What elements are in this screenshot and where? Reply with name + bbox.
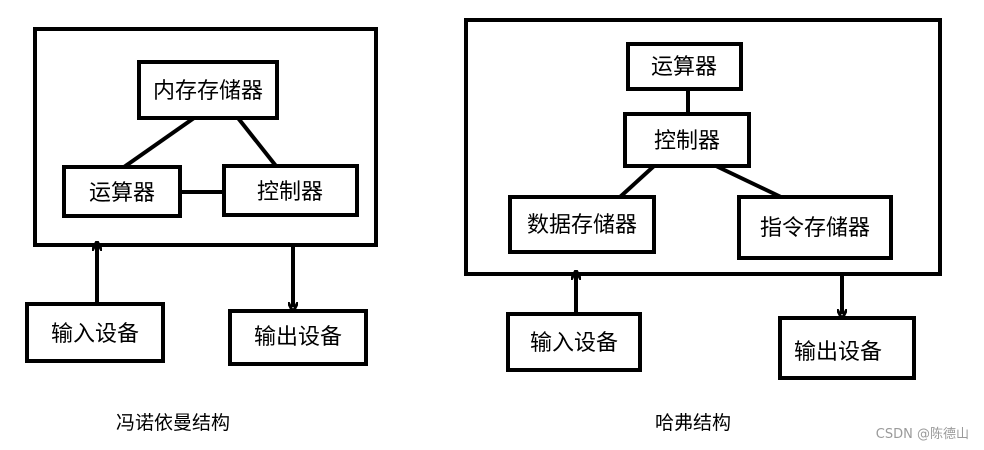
output-device-label: 输出设备 bbox=[254, 325, 342, 350]
instruction-memory-node: 指令存储器 bbox=[737, 195, 893, 260]
output-device-node: 输出设备 bbox=[228, 309, 368, 366]
memory-label: 内存存储器 bbox=[153, 79, 263, 104]
input-device-label: 输入设备 bbox=[51, 322, 139, 347]
harvard-alu-label: 运算器 bbox=[651, 55, 717, 80]
alu-node: 运算器 bbox=[62, 165, 182, 218]
harvard-input-device-node: 输入设备 bbox=[506, 312, 642, 372]
data-memory-label: 数据存储器 bbox=[527, 213, 637, 238]
memory-alu-connector bbox=[122, 116, 196, 169]
harvard-input-device-label: 输入设备 bbox=[530, 331, 618, 356]
watermark: CSDN @陈德山 bbox=[876, 426, 969, 442]
controller-node: 控制器 bbox=[222, 164, 359, 217]
harvard-diagram: 运算器 控制器 数据存储器 指令存储器 输入设备 输出设备 哈弗结构 bbox=[464, 18, 942, 434]
harvard-caption: 哈弗结构 bbox=[655, 412, 731, 434]
controller-label: 控制器 bbox=[257, 180, 323, 205]
memory-controller-connector bbox=[236, 116, 278, 168]
von-neumann-caption: 冯诺依曼结构 bbox=[116, 412, 230, 434]
harvard-output-device-node: 输出设备 bbox=[778, 316, 916, 380]
von-neumann-system-frame bbox=[33, 27, 378, 247]
harvard-controller-label: 控制器 bbox=[654, 129, 720, 154]
alu-label: 运算器 bbox=[89, 181, 155, 206]
controller-instruction-memory-connector bbox=[715, 164, 782, 199]
data-memory-node: 数据存储器 bbox=[508, 195, 656, 254]
harvard-output-device-label: 输出设备 bbox=[794, 340, 882, 365]
controller-data-memory-connector bbox=[618, 164, 656, 199]
instruction-memory-label: 指令存储器 bbox=[760, 216, 870, 241]
harvard-controller-node: 控制器 bbox=[623, 112, 751, 168]
input-device-node: 输入设备 bbox=[25, 302, 165, 363]
harvard-system-frame bbox=[464, 18, 942, 276]
von-neumann-diagram: 内存存储器 运算器 控制器 输入设备 输出设备 冯诺依曼结构 bbox=[25, 27, 378, 434]
memory-node: 内存存储器 bbox=[137, 60, 279, 120]
harvard-alu-node: 运算器 bbox=[626, 42, 743, 91]
